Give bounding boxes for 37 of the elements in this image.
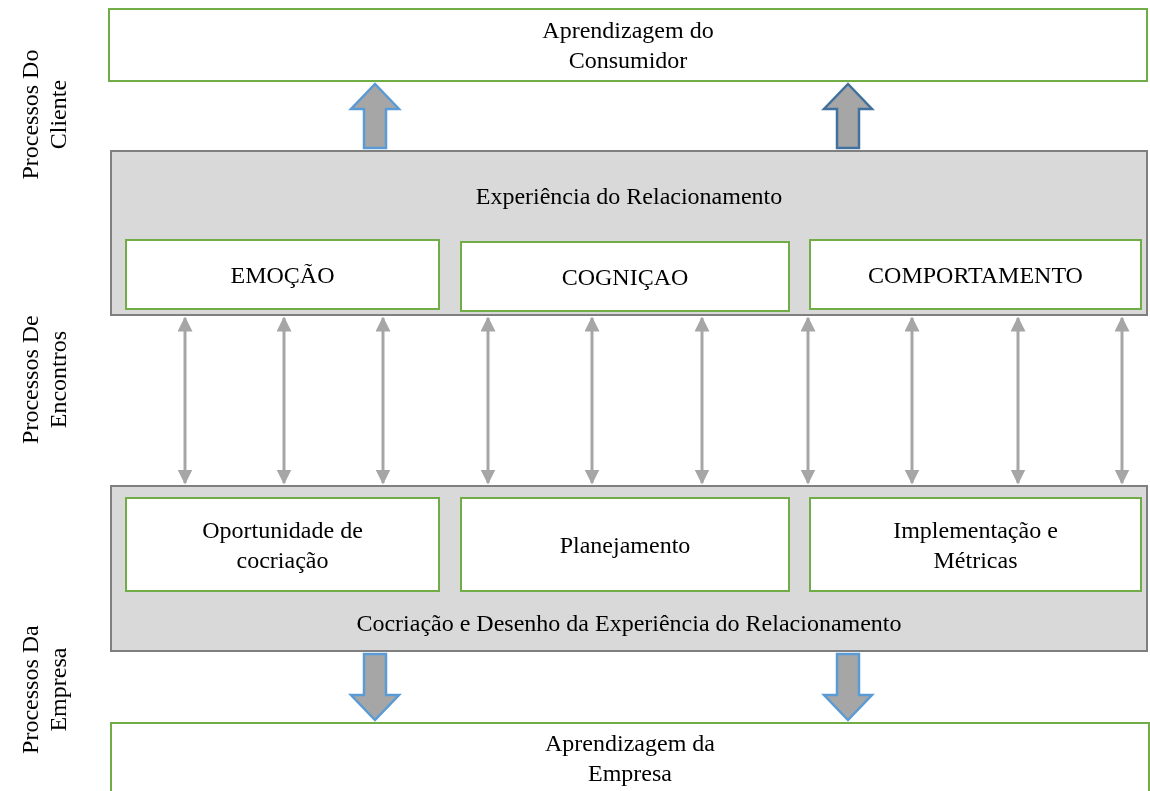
double-arrow xyxy=(694,316,710,485)
process-box xyxy=(110,722,1150,791)
box-label: Aprendizagem do Consumidor xyxy=(541,16,715,75)
process-box xyxy=(125,497,440,592)
box-label: Aprendizagem da Empresa xyxy=(544,728,716,788)
block-arrow xyxy=(821,82,875,150)
panel-title: Experiência do Relacionamento xyxy=(475,181,783,211)
panel-title: Cocriação e Desenho da Experiência do Relacionamento xyxy=(356,609,902,638)
box-label: EMOÇÃO xyxy=(230,260,335,290)
box-label: Implementação e Métricas xyxy=(892,515,1059,575)
side-label: Processos Da Empresa xyxy=(17,624,72,756)
double-arrow xyxy=(276,316,292,485)
side-label: Processos De Encontros xyxy=(17,314,72,446)
double-arrow xyxy=(177,316,193,485)
panel-box xyxy=(110,485,1148,652)
box-label: Planejamento xyxy=(559,530,691,560)
process-box xyxy=(809,239,1142,310)
double-arrow xyxy=(480,316,496,485)
block-arrow xyxy=(348,652,402,722)
box-label: COGNIÇAO xyxy=(561,262,689,292)
process-box xyxy=(460,497,790,592)
double-arrow xyxy=(904,316,920,485)
box-label: Oportunidade de cocriação xyxy=(201,515,364,575)
process-box xyxy=(108,8,1148,82)
block-arrow xyxy=(821,652,875,722)
double-arrow xyxy=(584,316,600,485)
panel-box xyxy=(110,150,1148,316)
double-arrow xyxy=(800,316,816,485)
block-arrow xyxy=(348,82,402,150)
side-label: Processos Do Cliente xyxy=(17,48,72,182)
process-box xyxy=(809,497,1142,592)
box-label: COMPORTAMENTO xyxy=(868,260,1083,290)
double-arrow xyxy=(1114,316,1130,485)
double-arrow xyxy=(1010,316,1026,485)
double-arrow xyxy=(375,316,391,485)
process-box xyxy=(125,239,440,310)
process-box xyxy=(460,241,790,312)
